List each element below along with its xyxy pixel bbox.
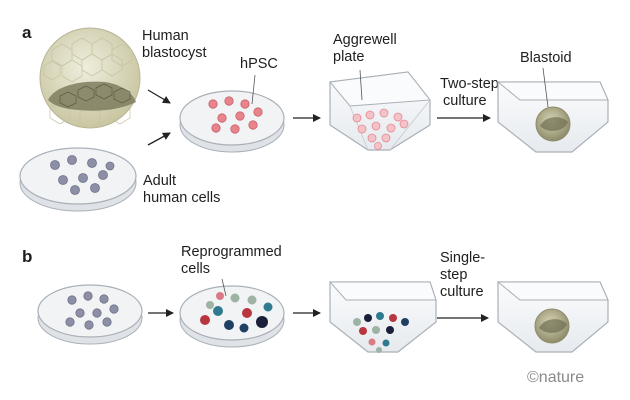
blastoid-label: Blastoid (520, 50, 572, 66)
reprogrammed-dish (179, 278, 285, 348)
arrow-icon (147, 89, 171, 104)
single-step-culture-label: Single- step culture (440, 250, 489, 300)
aggrewell-label: Aggrewell plate (333, 32, 401, 65)
blastoid-well (496, 67, 609, 153)
aggrewell-well-b (328, 281, 437, 353)
adult-cells-dish-b (37, 284, 143, 345)
hpsc-label: hPSC (240, 56, 278, 72)
adult-cells-dish (19, 147, 137, 212)
reprogrammed-label: Reprogrammed cells (181, 244, 286, 277)
panel-b-letter: b (22, 247, 32, 266)
aggrewell-well-icon (329, 69, 431, 151)
blastocyst-icon (39, 27, 141, 129)
hpsc-dish (179, 74, 285, 153)
blastocyst-label: Human blastocyst (142, 28, 206, 61)
inner-cell-mass (48, 81, 136, 111)
panel-a-letter: a (22, 23, 32, 42)
adult-cells-label: Adult human cells (143, 173, 220, 206)
nature-credit: ©nature (527, 369, 584, 386)
two-step-culture-label: Two-step culture (440, 76, 503, 109)
blastoid-well-b (496, 281, 609, 353)
arrow-icon (147, 132, 171, 146)
